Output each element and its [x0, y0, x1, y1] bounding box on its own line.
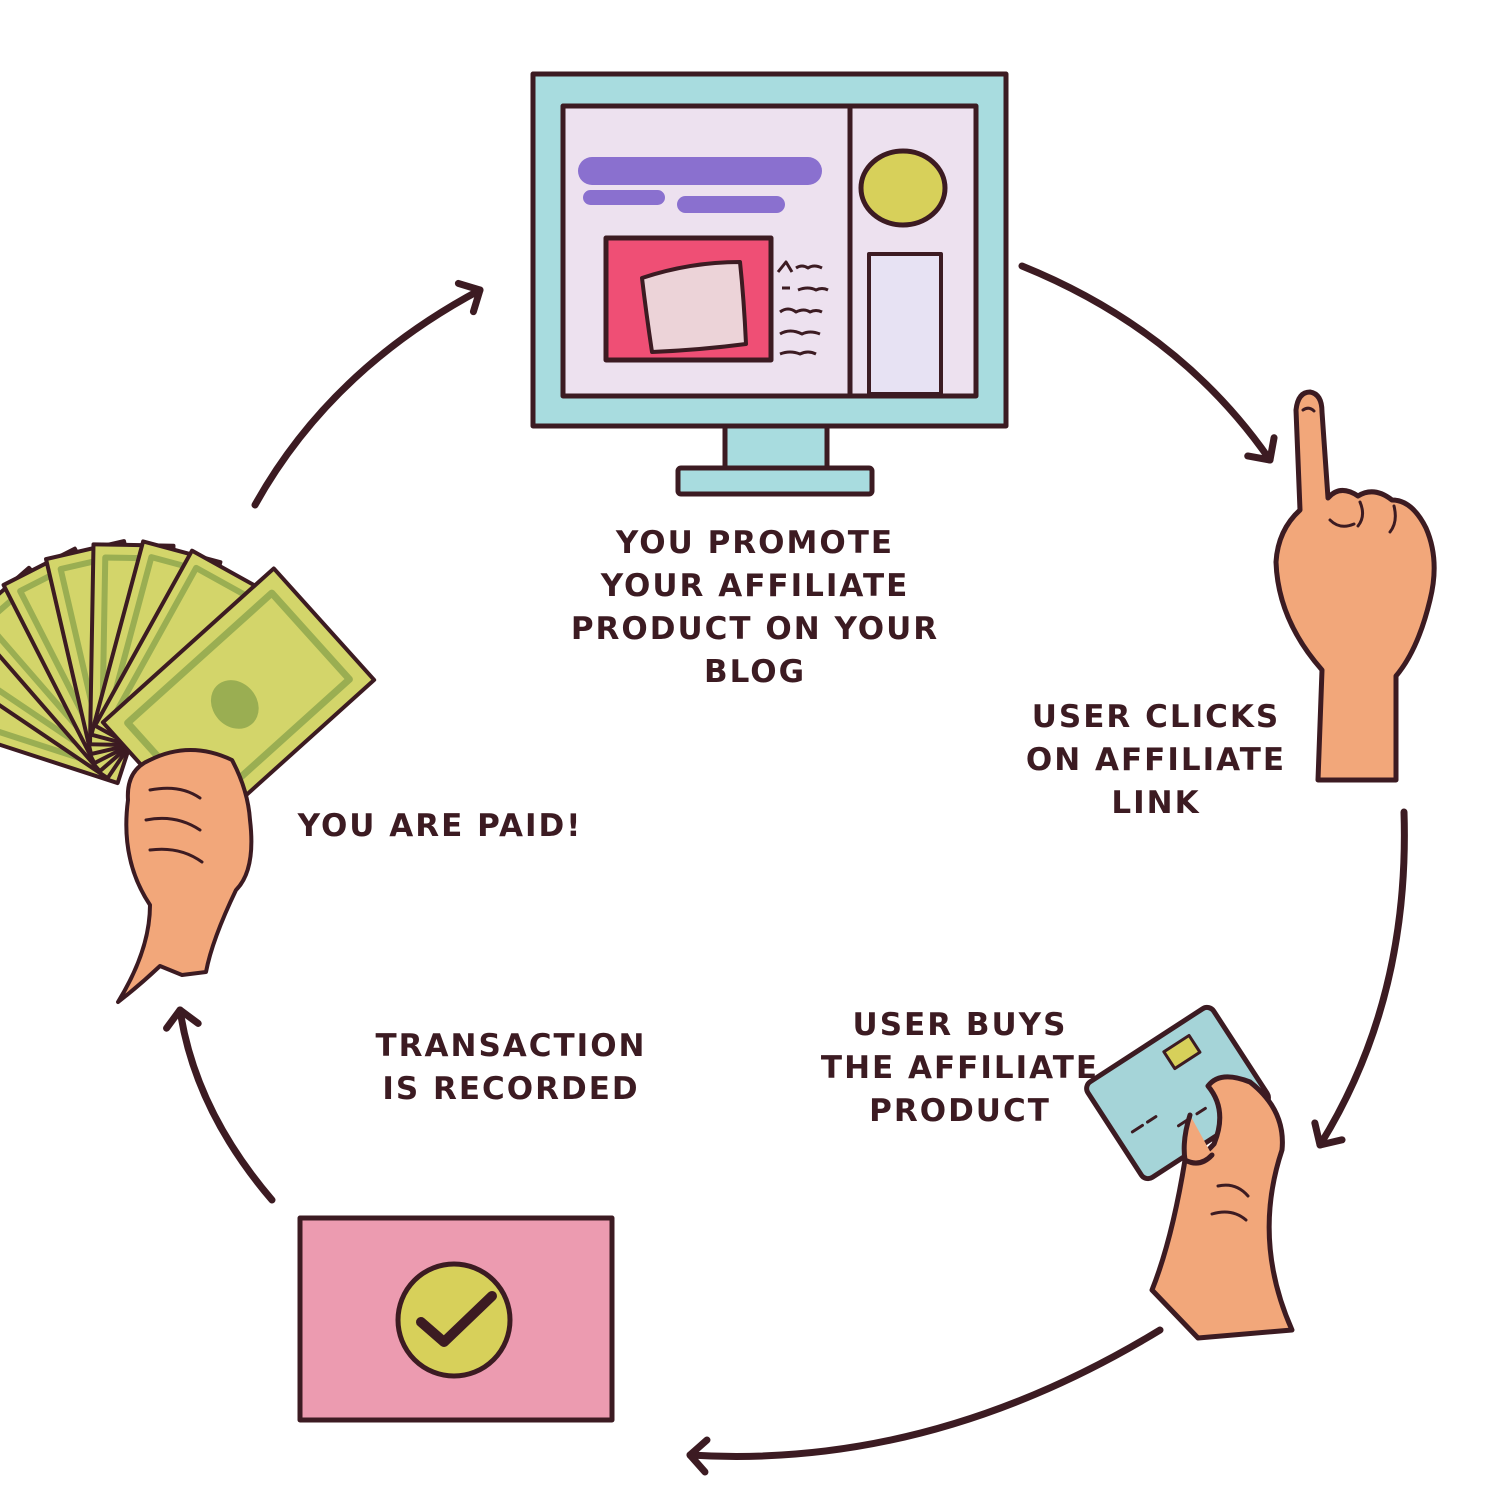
- label-promote: YOU PROMOTE YOUR AFFILIATE PRODUCT ON YO…: [555, 522, 955, 694]
- credit-card-hand-icon: [1084, 1004, 1295, 1341]
- arrow-buy-to-record: [686, 1326, 1164, 1476]
- label-click: USER CLICKS ON AFFILIATE LINK: [1008, 696, 1304, 825]
- label-click-line: ON AFFILIATE: [1025, 742, 1287, 778]
- arrow-monitor-to-click: [1018, 262, 1278, 464]
- cycle-arrows: [163, 262, 1408, 1476]
- label-click-line: LINK: [1111, 785, 1201, 821]
- label-promote-line: BLOG: [703, 654, 807, 690]
- pointing-hand-icon: [1273, 389, 1437, 783]
- label-buy-line: THE AFFILIATE: [820, 1050, 1100, 1086]
- label-promote-line: PRODUCT ON YOUR: [570, 611, 940, 647]
- label-promote-line: YOU PROMOTE: [615, 525, 895, 561]
- computer-monitor-icon: [530, 71, 1009, 497]
- label-buy-line: USER BUYS: [852, 1007, 1068, 1043]
- label-record-line: TRANSACTION: [375, 1028, 647, 1064]
- label-paid-line: YOU ARE PAID!: [297, 808, 583, 844]
- arrow-click-to-buy: [1311, 808, 1408, 1149]
- arrow-paid-to-monitor: [251, 279, 484, 509]
- label-buy: USER BUYS THE AFFILIATE PRODUCT: [800, 1004, 1120, 1133]
- label-record: TRANSACTION IS RECORDED: [356, 1025, 666, 1111]
- label-record-line: IS RECORDED: [382, 1071, 640, 1107]
- checkmark-receipt-icon: [297, 1215, 615, 1423]
- label-promote-line: YOUR AFFILIATE: [600, 568, 910, 604]
- label-click-line: USER CLICKS: [1031, 699, 1281, 735]
- arrow-record-to-paid: [163, 1006, 276, 1204]
- label-buy-line: PRODUCT: [869, 1093, 1051, 1129]
- label-paid: YOU ARE PAID!: [290, 805, 590, 848]
- cash-fan-hand-icon: [0, 539, 377, 1004]
